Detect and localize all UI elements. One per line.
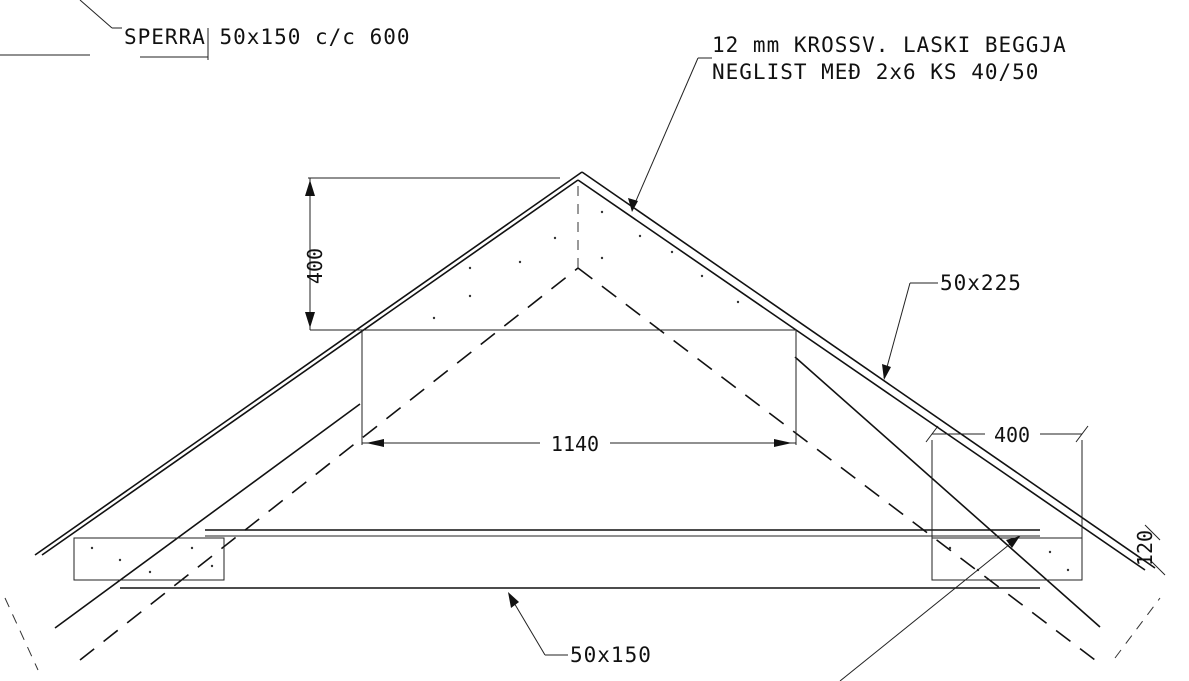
right-heel-plate [931, 440, 1083, 581]
heel-height-label: 120 [1133, 530, 1157, 566]
top-member-label: 50x225 [940, 271, 1022, 295]
dimension-heel-width [925, 425, 1089, 443]
rafter-label: SPERRA 50x150 c/c 600 [124, 25, 411, 49]
left-heel-plate [73, 537, 225, 581]
heel-leader [839, 535, 1021, 681]
ridge-gusset [310, 210, 797, 445]
gusset-width-label: 1140 [551, 432, 599, 456]
dimension-gusset-height [305, 177, 560, 330]
top-chord-inner [54, 356, 1101, 629]
dimension-gusset-width [362, 439, 796, 447]
tie-beam [120, 529, 1040, 589]
gusset-leader [628, 57, 712, 212]
tie-beam-label: 50x150 [570, 643, 652, 667]
dimension-heel-height [1144, 524, 1166, 576]
heel-width-label: 400 [994, 423, 1030, 447]
tie-beam-leader [508, 592, 568, 656]
gusset-height-label: 400 [303, 248, 327, 284]
top-member-leader [882, 282, 938, 380]
rafter-label-frame [0, 0, 209, 60]
hidden-lines [4, 186, 1161, 671]
gusset-label-line1: 12 mm KROSSV. LASKI BEGGJA [712, 33, 1067, 57]
gusset-label-line2: NEGLIST MEÐ 2x6 KS 40/50 [712, 60, 1039, 84]
top-chord-outer [34, 171, 1156, 571]
